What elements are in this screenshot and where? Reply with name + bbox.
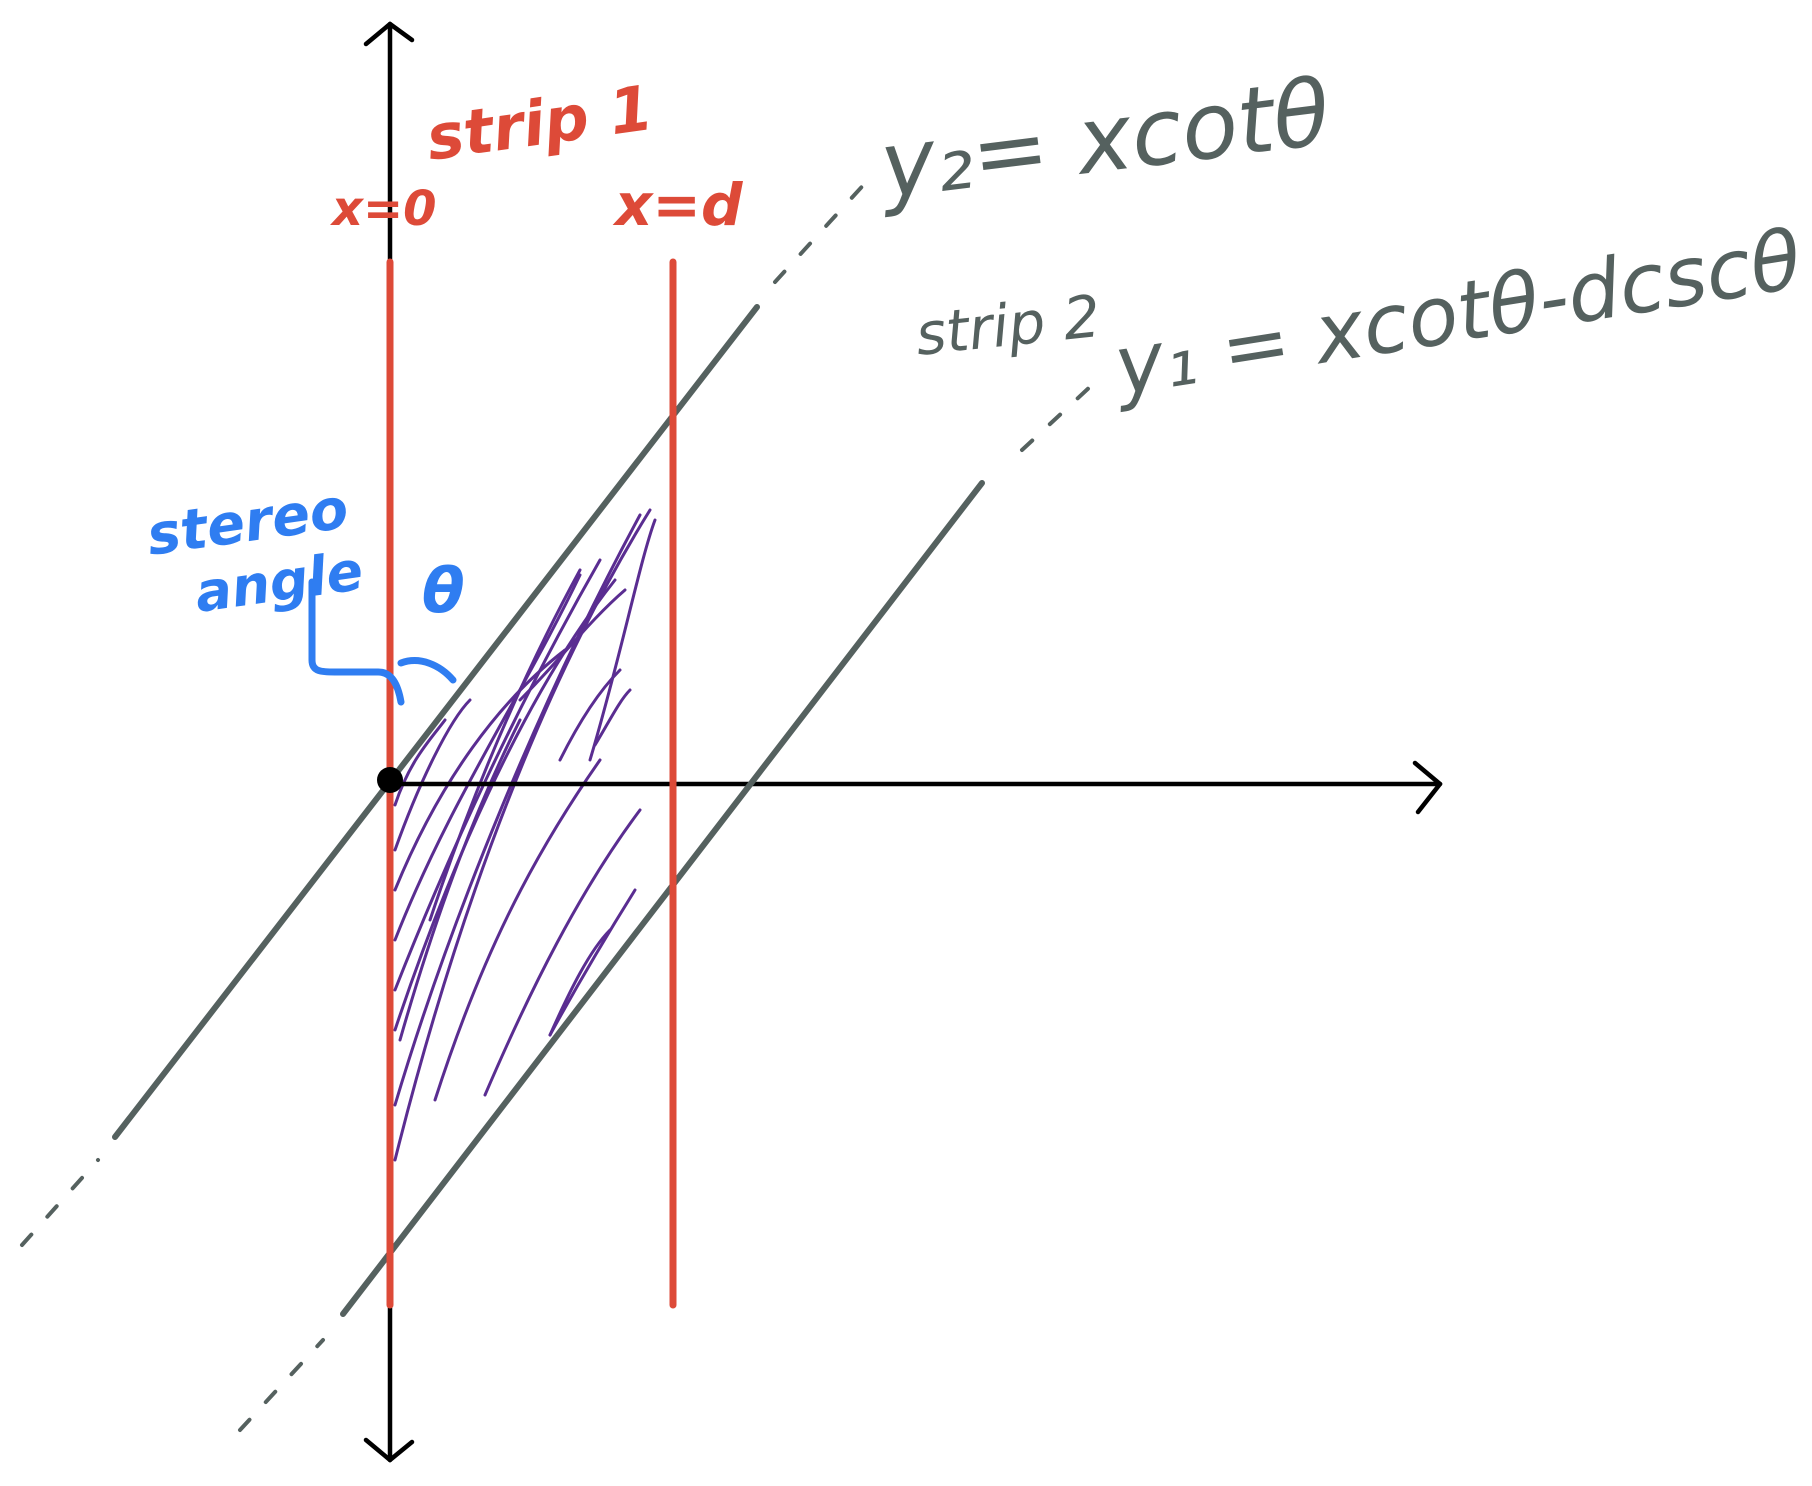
line-y1 (340, 480, 985, 1317)
overlap-hatching (393, 508, 657, 1162)
horizontal-axis-arrow (1412, 760, 1443, 815)
stereo-angle-pointer (308, 578, 457, 706)
vertical-axis-top-arrow (363, 21, 415, 47)
line-extensions (20, 178, 1094, 1432)
y1-equation-label: y₁ = xcotθ-dcscθ (1105, 213, 1807, 416)
vertical-axis-bottom-arrow (363, 1437, 415, 1463)
strip-edge-lines (112, 304, 985, 1317)
line-y2 (112, 304, 760, 1140)
strip2-label: strip 2 (912, 282, 1103, 369)
origin-point (377, 767, 403, 793)
y2-equation-label: y₂= xcotθ (872, 59, 1336, 221)
theta-label: θ (422, 554, 465, 627)
x-d-label: x=d (612, 171, 743, 239)
axes (363, 21, 1443, 1463)
strip1-label: strip 1 (422, 71, 657, 175)
x-zero-label: x=0 (330, 181, 437, 237)
